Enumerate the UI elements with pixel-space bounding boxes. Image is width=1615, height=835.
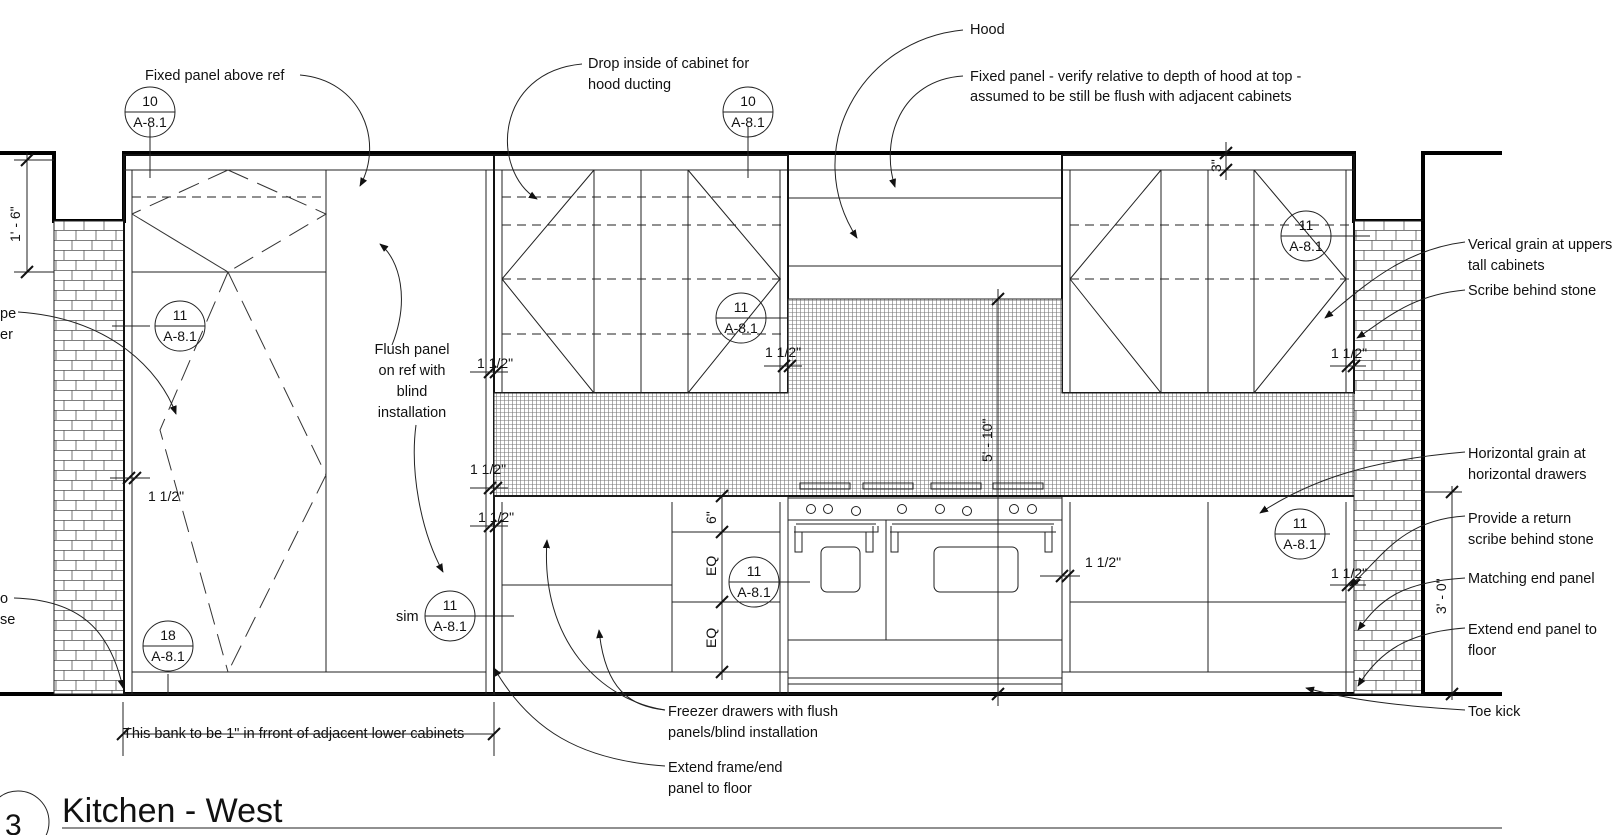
svg-text:11: 11 [734, 299, 749, 315]
note-vertical-grain-2: tall cabinets [1468, 258, 1545, 274]
svg-text:11: 11 [173, 307, 188, 323]
range [787, 482, 1063, 695]
detail-tag: 18 A-8.1 [142, 620, 194, 672]
note-fixed-panel-verify-2: assumed to be still be flush with adjace… [970, 89, 1292, 105]
note-fixed-panel-verify: Fixed panel - verify relative to depth o… [970, 69, 1301, 85]
svg-text:11: 11 [443, 597, 458, 613]
dim-eq-2: EQ [703, 628, 719, 648]
svg-text:A-8.1: A-8.1 [1283, 536, 1317, 552]
svg-text:A-8.1: A-8.1 [724, 320, 758, 336]
detail-tag: 11 A-8.1 [1280, 210, 1332, 262]
dim-3: 3" [1208, 159, 1224, 172]
note-flush-panel-2: on ref with [379, 363, 446, 379]
note-flush-panel-4: installation [378, 405, 447, 421]
detail-tag: 11 A-8.1 [424, 590, 476, 642]
dim-3-0: 3' - 0" [1433, 578, 1449, 614]
svg-text:A-8.1: A-8.1 [163, 328, 197, 344]
dim-1-half-counter: 1 1/2" [470, 461, 506, 477]
note-left-cut-1: pe [0, 306, 16, 322]
note-vertical-grain: Verical grain at uppers [1468, 237, 1612, 253]
svg-text:11: 11 [1299, 217, 1314, 233]
dim-1-half-end-panel: 1 1/2" [1331, 565, 1367, 581]
refrigerator-bank [123, 154, 495, 695]
detail-tag: 11 A-8.1 [1274, 508, 1326, 560]
detail-tag: 10 A-8.1 [124, 86, 176, 138]
note-extend-frame: Extend frame/end [668, 760, 782, 776]
note-extend-frame-2: panel to floor [668, 781, 752, 797]
note-provide-return-2: scribe behind stone [1468, 532, 1594, 548]
svg-text:A-8.1: A-8.1 [133, 114, 167, 130]
dim-eq-1: EQ [703, 556, 719, 576]
note-toe-kick: Toe kick [1468, 704, 1521, 720]
detail-tag: 11 A-8.1 [715, 292, 767, 344]
stone-column-left [53, 220, 125, 695]
dim-1-half-lower-left: 1 1/2" [478, 509, 514, 525]
dim-5-10: 5' - 10" [979, 419, 995, 462]
note-hood: Hood [970, 22, 1005, 38]
svg-text:11: 11 [747, 563, 762, 579]
title-number: 3 [5, 809, 22, 835]
tile-backsplash [493, 298, 1355, 497]
svg-text:A-8.1: A-8.1 [737, 584, 771, 600]
svg-text:11: 11 [1293, 515, 1308, 531]
svg-text:A-8.1: A-8.1 [433, 618, 467, 634]
detail-tag: 11 A-8.1 [154, 300, 206, 352]
note-horizontal-grain-2: horizontal drawers [1468, 467, 1586, 483]
note-flush-panel: Flush panel [375, 342, 450, 358]
note-freezer-drawers: Freezer drawers with flush [668, 704, 838, 720]
lower-cabinets-right [1061, 495, 1355, 695]
upper-cabinets-left [493, 154, 789, 394]
dim-1-half-upper-right: 1 1/2" [1331, 345, 1367, 361]
dim-1-6: 1' - 6" [7, 206, 23, 242]
note-drop-inside: Drop inside of cabinet for [588, 56, 749, 72]
note-extend-end-panel: Extend end panel to [1468, 622, 1597, 638]
note-horizontal-grain: Horizontal grain at [1468, 446, 1586, 462]
svg-text:10: 10 [740, 93, 756, 109]
lower-cabinets-left [493, 495, 789, 695]
note-drop-inside-2: hood ducting [588, 77, 671, 93]
title-text: Kitchen - West [62, 792, 283, 830]
note-left-cut-4: se [0, 612, 15, 628]
note-sim: sim [396, 609, 419, 625]
dim-1-half-upper-left: 1 1/2" [477, 355, 513, 371]
leader-lines [13, 29, 1466, 767]
note-matching-end-panel: Matching end panel [1468, 571, 1595, 587]
svg-text:A-8.1: A-8.1 [1289, 238, 1323, 254]
note-freezer-drawers-2: panels/blind installation [668, 725, 818, 741]
dim-1-half-lower-right: 1 1/2" [1085, 554, 1121, 570]
annotations: Fixed panel above ref Drop inside of cab… [0, 22, 1612, 797]
svg-text:A-8.1: A-8.1 [731, 114, 765, 130]
note-bank: This bank to be 1" in frront of adjacent… [123, 726, 464, 742]
stone-column-right [1353, 220, 1425, 695]
svg-text:18: 18 [160, 627, 176, 643]
note-flush-panel-3: blind [397, 384, 428, 400]
dimension-lines [14, 142, 1462, 756]
note-extend-end-panel-2: floor [1468, 643, 1496, 659]
detail-tag: 11 A-8.1 [728, 556, 780, 608]
dimension-texts: 1' - 6" 3" 5' - 10" 3' - 0" 6" EQ EQ 1 1… [7, 159, 1449, 648]
dim-6: 6" [703, 511, 719, 524]
note-left-cut-3: o [0, 591, 8, 607]
note-scribe-behind-stone: Scribe behind stone [1468, 283, 1596, 299]
drawing-title: 3 Kitchen - West [0, 790, 1502, 835]
svg-text:A-8.1: A-8.1 [151, 648, 185, 664]
detail-tag: 10 A-8.1 [722, 86, 774, 138]
upper-cabinets-right [1061, 154, 1355, 394]
note-provide-return: Provide a return [1468, 511, 1571, 527]
dim-1-half-hood: 1 1/2" [765, 344, 801, 360]
note-left-cut-2: er [0, 327, 13, 343]
note-fixed-panel-above-ref: Fixed panel above ref [145, 68, 285, 84]
dim-1-half-ref: 1 1/2" [148, 488, 184, 504]
svg-text:10: 10 [142, 93, 158, 109]
